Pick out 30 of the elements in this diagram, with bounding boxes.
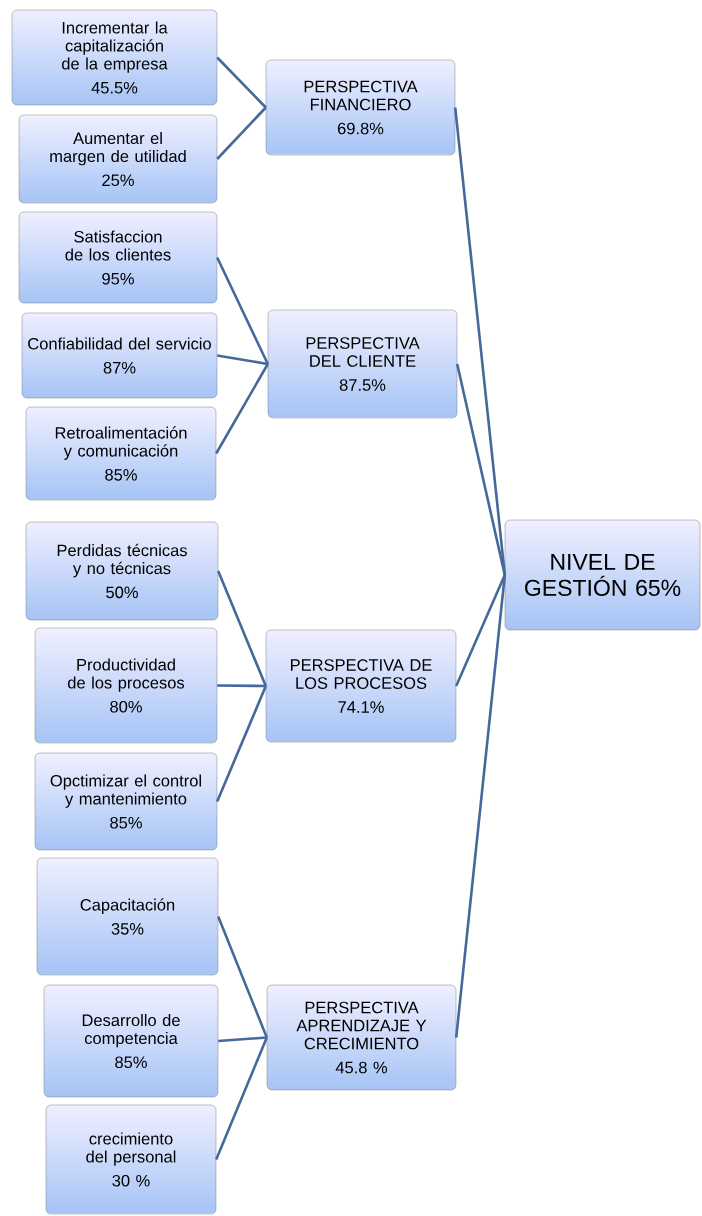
process-box: Opctimizar el control y mantenimiento 85%: [34, 752, 218, 851]
connector-line: [217, 916, 268, 1038]
process-box: PERSPECTIVA FINANCIERO 69.8%: [265, 59, 456, 156]
process-box: Capacitación 35%: [36, 857, 219, 976]
connector-line: [217, 570, 267, 687]
connector-line: [215, 363, 269, 455]
connector-line: [216, 256, 269, 365]
process-box: Retroalimentación y comunicación 85%: [25, 406, 217, 501]
connector-line: [218, 1036, 267, 1043]
connector-line: [217, 354, 268, 366]
process-box: Desarrollo de competencia 85%: [43, 984, 219, 1098]
result-box: NIVEL DE GESTIÓN 65%: [504, 519, 701, 631]
connector-line: [216, 106, 267, 160]
process-box: PERSPECTIVA APRENDIZAJE Y CRECIMIENTO 45.8 %: [266, 984, 457, 1091]
connector-line: [455, 363, 507, 576]
connector-line: [215, 1037, 268, 1160]
process-box: PERSPECTIVA DEL CLIENTE 87.5%: [267, 309, 458, 419]
connector-line: [216, 56, 267, 109]
process-box: crecimiento del personal 30 %: [45, 1104, 217, 1215]
connector-line: [217, 684, 266, 688]
connector-line: [455, 574, 506, 687]
process-box: Perdidas técnicas y no técnicas 50%: [25, 521, 219, 621]
process-box: Aumentar el margen de utilidad 25%: [18, 114, 218, 204]
process-box: Satisfaccion de los clientes 95%: [18, 211, 218, 304]
connector-line: [216, 685, 267, 802]
process-box: Confiabilidad del servicio 87%: [21, 312, 218, 399]
process-box: PERSPECTIVA DE LOS PROCESOS 74.1%: [265, 629, 457, 743]
process-box: Productividad de los procesos 80%: [34, 627, 218, 744]
process-box: Incrementar la capitalización de la empresa 45.5%: [11, 9, 218, 106]
connector-line: [454, 574, 507, 1038]
